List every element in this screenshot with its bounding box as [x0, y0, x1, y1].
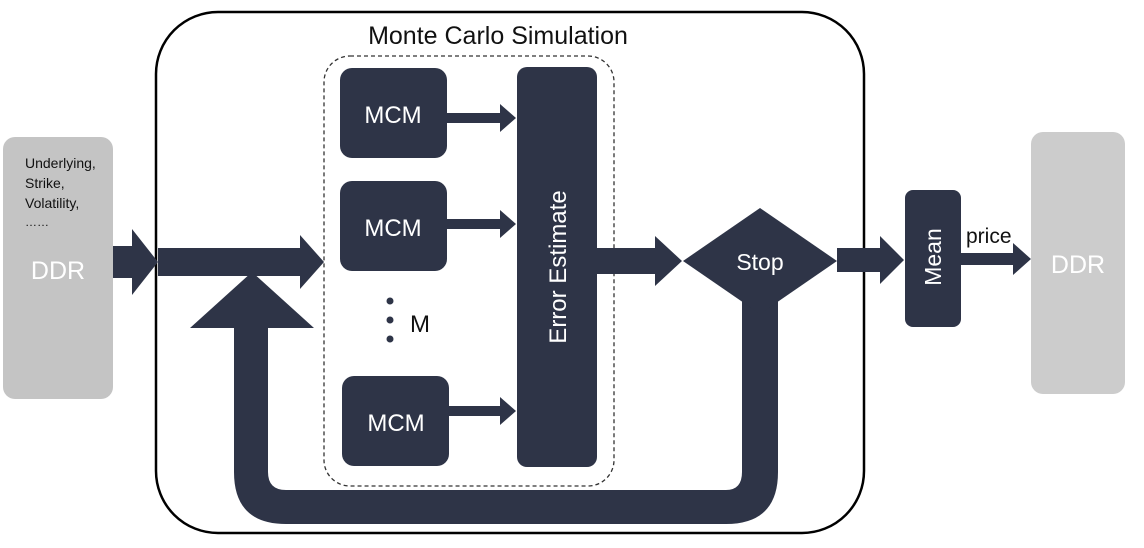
input-ddr-box	[3, 137, 113, 399]
ellipsis-dot-1	[386, 297, 394, 305]
ddr-param-underlying: Underlying,	[25, 155, 96, 171]
output-ddr-label: DDR	[1051, 251, 1105, 279]
error-estimate-block	[517, 67, 597, 467]
mean-block	[905, 190, 961, 327]
mcm-arrow-1	[447, 104, 516, 132]
mcm-block-3	[342, 376, 449, 466]
stop-label: Stop	[736, 249, 783, 275]
ellipsis-dot-3	[386, 335, 394, 343]
feedback-loop-arrow	[190, 268, 778, 524]
mean-label: Mean	[920, 228, 946, 286]
price-label: price	[966, 225, 1012, 248]
ddr-param-volatility: Volatility,	[25, 195, 79, 211]
output-ddr-box	[1031, 132, 1125, 394]
parallel-count-label: M	[410, 311, 430, 338]
mcm-block-2	[340, 181, 447, 271]
input-arrow	[113, 229, 158, 295]
mcm-block-1	[340, 68, 447, 158]
stop-decision	[683, 208, 837, 314]
error-estimate-label: Error Estimate	[545, 190, 572, 343]
ddr-param-strike: Strike,	[25, 175, 65, 191]
main-input-arrow	[158, 235, 324, 289]
mcm-label-3: MCM	[367, 410, 424, 437]
stop-to-mean-arrow	[837, 236, 904, 284]
mcm-label-1: MCM	[364, 102, 421, 129]
diagram-title: Monte Carlo Simulation	[368, 22, 628, 50]
mcm-arrow-2	[447, 210, 516, 238]
mean-to-output-arrow	[961, 243, 1031, 275]
mcm-label-2: MCM	[364, 215, 421, 242]
input-ddr-label: DDR	[31, 257, 85, 285]
simulation-frame	[154, 10, 866, 535]
ellipsis-dot-2	[386, 316, 394, 324]
error-to-stop-arrow	[597, 236, 682, 286]
mcm-arrow-3	[449, 397, 516, 425]
ddr-param-more: ……	[25, 215, 49, 229]
mcm-group-box	[323, 55, 615, 487]
